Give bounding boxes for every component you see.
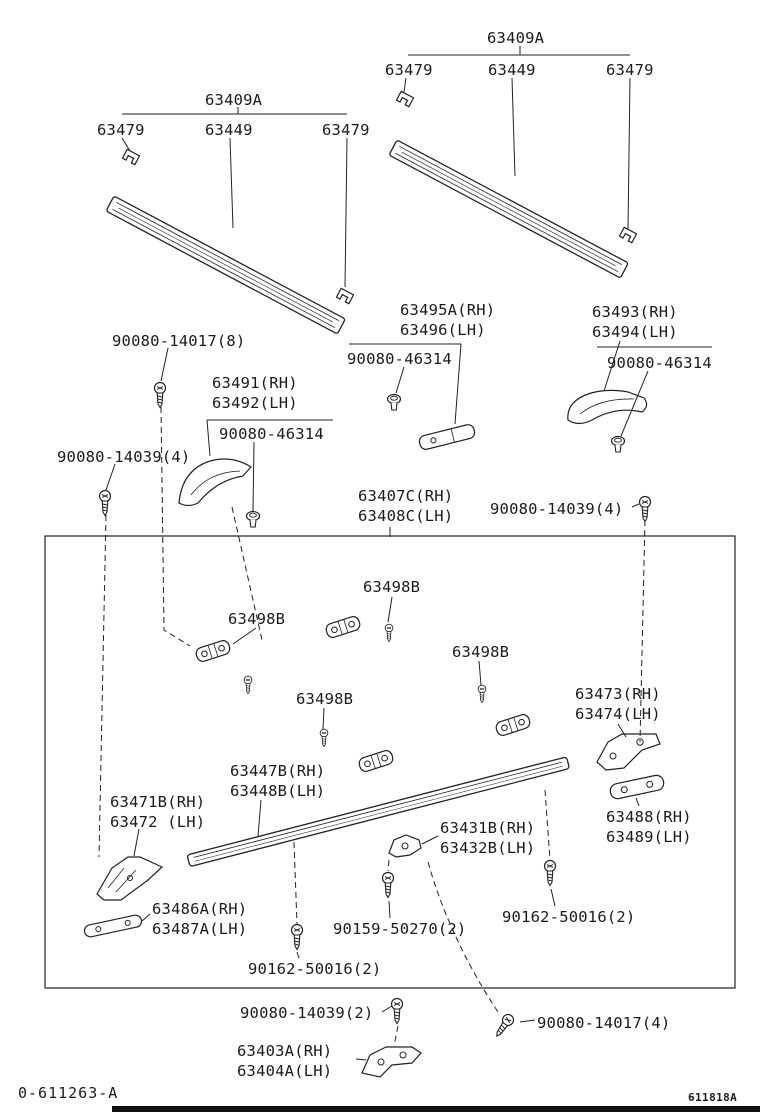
bracket-63403-shape bbox=[361, 1046, 422, 1078]
roof-rack-rail-left bbox=[106, 196, 346, 334]
callout-bracket-63473: 63473(RH) 63474(LH) bbox=[575, 684, 661, 724]
plate-63488-shape bbox=[609, 774, 665, 800]
rail-clip-right-rear-shape bbox=[618, 226, 638, 244]
assembly-frame bbox=[44, 535, 736, 989]
callout-line: 63489(LH) bbox=[606, 828, 692, 846]
moulding-63447-shape bbox=[187, 756, 570, 867]
callout-line: 63404A(LH) bbox=[237, 1062, 333, 1080]
callout-screw-14017-8: 90080-14017(8) bbox=[112, 332, 246, 350]
callout-clip-63498b-3: 63498B bbox=[452, 643, 510, 661]
screw-14039-2-shape bbox=[390, 997, 404, 1025]
moulding-63493-shape bbox=[567, 389, 648, 425]
moulding-63495-shape bbox=[418, 424, 476, 450]
callout-moulding-63447: 63447B(RH) 63448B(LH) bbox=[230, 761, 325, 801]
screw-14039-4-left-shape bbox=[98, 489, 112, 517]
assembly-dash-lines bbox=[98, 406, 646, 1047]
screw-14039-4-right-shape bbox=[638, 495, 652, 523]
callout-assy-63407: 63407C(RH) 63408C(LH) bbox=[358, 486, 453, 526]
screw-50016-right-shape bbox=[543, 859, 557, 887]
callout-moulding-63491: 63491(RH) 63492(LH) bbox=[212, 373, 298, 413]
rail-clip-left-front-shape bbox=[121, 148, 141, 166]
callout-screw-50016-right: 90162-50016(2) bbox=[502, 908, 636, 926]
callout-line: 63408C(LH) bbox=[358, 507, 454, 525]
pad-63486-shape bbox=[83, 914, 143, 938]
rail-clip-left-rear-shape bbox=[335, 287, 355, 305]
screw-50270-shape bbox=[381, 871, 395, 899]
callout-moulding-63493: 63493(RH) 63494(LH) bbox=[592, 302, 678, 342]
callout-screw-14017-4: 90080-14017(4) bbox=[537, 1014, 671, 1032]
callout-screw-14039-4-right: 90080-14039(4) bbox=[490, 500, 624, 518]
page-edge-bar bbox=[112, 1106, 760, 1112]
callout-line: 63496(LH) bbox=[400, 321, 486, 339]
callout-line: 63494(LH) bbox=[592, 323, 678, 341]
callout-clip-63431: 63431B(RH) 63432B(LH) bbox=[440, 818, 535, 858]
grommet-c-shape bbox=[245, 510, 261, 528]
clip-63498b-3-shape bbox=[494, 712, 532, 738]
callout-screw-14039-4-left: 90080-14039(4) bbox=[57, 448, 191, 466]
callout-rack-rail-left: 63449 bbox=[205, 121, 253, 139]
leader-lines bbox=[105, 46, 712, 1061]
clip-bolt-3-shape bbox=[477, 684, 487, 704]
callout-screw-50270: 90159-50270(2) bbox=[333, 920, 467, 938]
callout-pad-63486: 63486A(RH) 63487A(LH) bbox=[152, 899, 247, 939]
callout-line: 63403A(RH) bbox=[237, 1042, 333, 1060]
callout-rack-assy-right: 63409A bbox=[487, 29, 545, 47]
callout-line: 63448B(LH) bbox=[230, 782, 326, 800]
callout-line: 63471B(RH) bbox=[110, 793, 206, 811]
callout-screw-14039-2: 90080-14039(2) bbox=[240, 1004, 374, 1022]
drawing-number: 0-611263-A bbox=[18, 1084, 119, 1102]
clip-63498b-2-shape bbox=[194, 638, 232, 664]
cap-63471-shape bbox=[96, 856, 164, 901]
callout-clip-63498b-2: 63498B bbox=[228, 610, 286, 628]
callout-rack-cap-right-front: 63479 bbox=[385, 61, 433, 79]
screw-14017-8-shape bbox=[153, 381, 167, 409]
callout-rack-cap-left-front: 63479 bbox=[97, 121, 145, 139]
clip-bolt-1-shape bbox=[384, 623, 394, 643]
callout-grommet-b: 90080-46314 bbox=[607, 354, 712, 372]
callout-grommet-c: 90080-46314 bbox=[219, 425, 324, 443]
callout-cap-63471: 63471B(RH) 63472 (LH) bbox=[110, 792, 205, 832]
callout-line: 63487A(LH) bbox=[152, 920, 248, 938]
callout-plate-63488: 63488(RH) 63489(LH) bbox=[606, 807, 692, 847]
callout-line: 63486A(RH) bbox=[152, 900, 248, 918]
grommet-b-shape bbox=[610, 435, 626, 453]
callout-line: 63495A(RH) bbox=[400, 301, 496, 319]
rail-clip-right-front-shape bbox=[395, 90, 415, 108]
bracket-63473-shape bbox=[596, 733, 661, 771]
callout-line: 63473(RH) bbox=[575, 685, 661, 703]
callout-screw-50016-left: 90162-50016(2) bbox=[248, 960, 382, 978]
moulding-63491-shape bbox=[178, 458, 252, 507]
callout-clip-63498b-1: 63498B bbox=[363, 578, 421, 596]
clip-63498b-4-shape bbox=[357, 748, 395, 774]
clip-63431-shape bbox=[388, 834, 422, 858]
callout-grommet-a: 90080-46314 bbox=[347, 350, 452, 368]
callout-line: 63491(RH) bbox=[212, 374, 298, 392]
callout-line: 63407C(RH) bbox=[358, 487, 454, 505]
clip-bolt-4-shape bbox=[319, 728, 329, 748]
screw-14017-4-shape bbox=[491, 1011, 517, 1040]
callout-line: 63493(RH) bbox=[592, 303, 678, 321]
callout-line: 63447B(RH) bbox=[230, 762, 326, 780]
callout-line: 63431B(RH) bbox=[440, 819, 536, 837]
roof-rack-rail-right bbox=[389, 140, 629, 278]
callout-rack-assy-left: 63409A bbox=[205, 91, 263, 109]
callout-rack-cap-right-rear: 63479 bbox=[606, 61, 654, 79]
sheet-code: 611818A bbox=[688, 1091, 738, 1104]
callout-bracket-63403: 63403A(RH) 63404A(LH) bbox=[237, 1041, 332, 1081]
callout-rack-rail-right: 63449 bbox=[488, 61, 536, 79]
screw-50016-left-shape bbox=[290, 923, 304, 951]
callout-line: 63472 (LH) bbox=[110, 813, 206, 831]
callout-line: 63474(LH) bbox=[575, 705, 661, 723]
callout-line: 63488(RH) bbox=[606, 808, 692, 826]
callout-line: 63492(LH) bbox=[212, 394, 298, 412]
clip-bolt-2-shape bbox=[243, 675, 253, 695]
clip-63498b-1-shape bbox=[324, 614, 362, 640]
callout-line: 63432B(LH) bbox=[440, 839, 536, 857]
callout-moulding-63495: 63495A(RH) 63496(LH) bbox=[400, 300, 495, 340]
grommet-a-shape bbox=[386, 393, 402, 411]
callout-clip-63498b-4: 63498B bbox=[296, 690, 354, 708]
callout-rack-cap-left-rear: 63479 bbox=[322, 121, 370, 139]
